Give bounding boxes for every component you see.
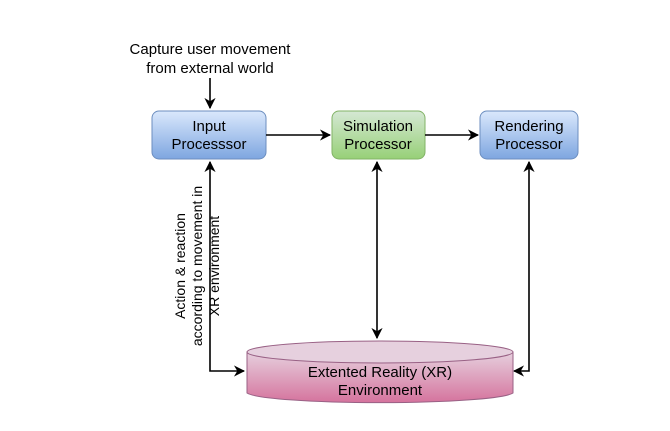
side-label-line2: according to movement in xyxy=(189,186,205,346)
input-label-line2: Processsor xyxy=(171,136,246,153)
arrow-input-environment xyxy=(204,160,246,377)
node-input-processor[interactable]: Input Processsor xyxy=(151,110,267,160)
rendering-label-line1: Rendering xyxy=(494,118,563,135)
arrow-rendering-environment xyxy=(512,160,535,377)
environment-label-line2: Environment xyxy=(338,382,423,399)
top-caption-line1: Capture user movement xyxy=(130,41,292,58)
node-simulation-processor[interactable]: Simulation Processor xyxy=(331,110,426,160)
side-label-line1: Action & reaction xyxy=(172,213,188,319)
node-xr-environment[interactable]: Extented Reality (XR) Environment xyxy=(246,340,514,404)
input-label-line1: Input xyxy=(192,118,226,135)
side-label-line3: XR environment xyxy=(206,216,222,316)
environment-label-line1: Extented Reality (XR) xyxy=(308,364,452,381)
simulation-label-line2: Processor xyxy=(344,136,412,153)
rendering-label-line2: Processor xyxy=(495,136,563,153)
node-rendering-processor[interactable]: Rendering Processor xyxy=(479,110,579,160)
top-caption-line2: from external world xyxy=(146,60,274,77)
side-label: Action & reaction according to movement … xyxy=(172,186,222,346)
simulation-label-line1: Simulation xyxy=(343,118,413,135)
